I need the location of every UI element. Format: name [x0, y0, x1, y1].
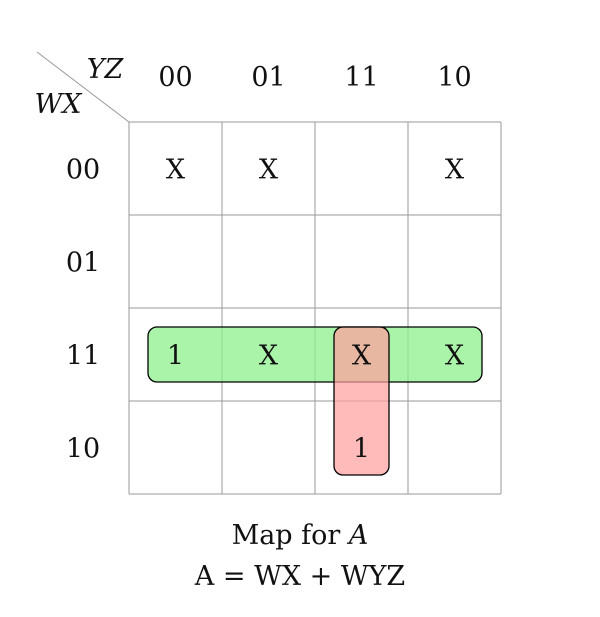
group-wx	[147, 326, 483, 383]
cell-value: 1	[167, 341, 184, 372]
map-grid	[128, 121, 502, 495]
row-label: 01	[66, 248, 100, 279]
caption-title-prefix: Map for	[231, 520, 341, 551]
cell-value: 1	[353, 434, 370, 465]
groupings	[147, 326, 483, 476]
column-label: 00	[158, 62, 192, 93]
corner-divider	[36, 51, 130, 123]
column-label: 10	[437, 62, 471, 93]
cell-value: X	[166, 155, 186, 186]
cell-value: X	[445, 155, 465, 186]
corner-left-vars: WX	[35, 89, 84, 120]
cell-value: X	[445, 341, 465, 372]
caption-title: Map for A	[0, 520, 600, 551]
column-labels: 00 01 11 10	[158, 62, 471, 93]
cell-value: X	[259, 155, 279, 186]
column-label: 01	[251, 62, 285, 93]
cell-value: X	[352, 341, 372, 372]
corner-top-vars: YZ	[87, 54, 125, 85]
karnaugh-map: YZ WX 00 01 11 10 00 01 11 10 X X X 1 X X X 1	[35, 51, 502, 495]
row-label: 11	[66, 341, 100, 372]
column-label: 11	[344, 62, 378, 93]
group-wyz	[333, 326, 390, 476]
caption-title-var: A	[348, 520, 369, 551]
row-label: 00	[66, 155, 100, 186]
row-label: 10	[66, 434, 100, 465]
cell-value: X	[259, 341, 279, 372]
row-labels: 00 01 11 10	[66, 155, 100, 465]
cell-values: X X X 1 X X X 1	[166, 155, 465, 465]
caption-equation: A = WX + WYZ	[194, 561, 406, 592]
